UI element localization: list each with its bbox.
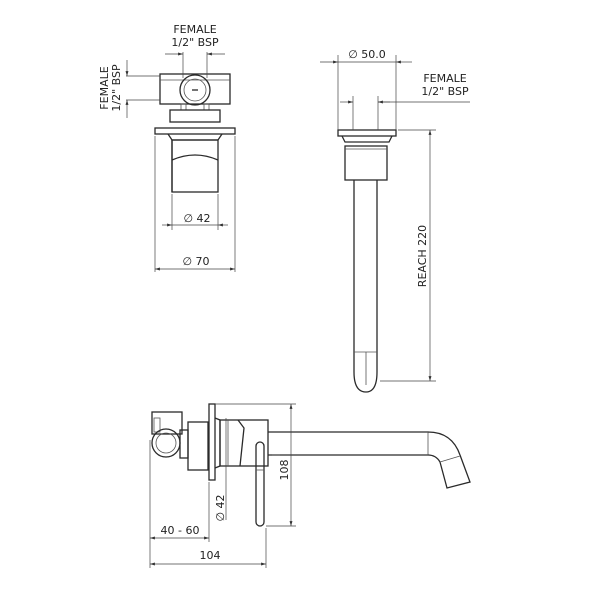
label-wall-range: 40 - 60 <box>161 524 200 537</box>
label-reach: REACH 220 <box>416 225 429 287</box>
label-female-side-1: FEMALE <box>98 66 111 109</box>
dimension-spout: ∅ 50.0 FEMALE 1/2" BSP REACH 220 <box>320 48 470 382</box>
dimension-side-female: FEMALE 1/2" BSP <box>98 60 160 118</box>
label-spout-female-1: FEMALE <box>423 72 466 85</box>
label-dia-70: ∅ 70 <box>182 255 209 268</box>
label-height-108: 108 <box>278 460 291 481</box>
dimension-top-female: FEMALE 1/2" BSP <box>165 23 225 78</box>
mixer-side-view <box>151 403 471 527</box>
label-dia-42: ∅ 42 <box>183 212 210 225</box>
mixer-top-view <box>154 73 236 193</box>
dimension-side: 108 ∅ 42 40 - 60 104 <box>149 403 296 568</box>
dimension-diameters: ∅ 42 ∅ 70 <box>154 136 236 272</box>
label-female-top-2: 1/2" BSP <box>171 36 219 49</box>
spout-top-view <box>337 129 397 393</box>
label-female-side-2: 1/2" BSP <box>110 64 123 112</box>
label-depth-104: 104 <box>200 549 221 562</box>
label-dia-50: ∅ 50.0 <box>348 48 386 61</box>
label-side-dia-42: ∅ 42 <box>214 494 227 521</box>
label-spout-female-2: 1/2" BSP <box>421 85 469 98</box>
label-female-top-1: FEMALE <box>173 23 216 36</box>
